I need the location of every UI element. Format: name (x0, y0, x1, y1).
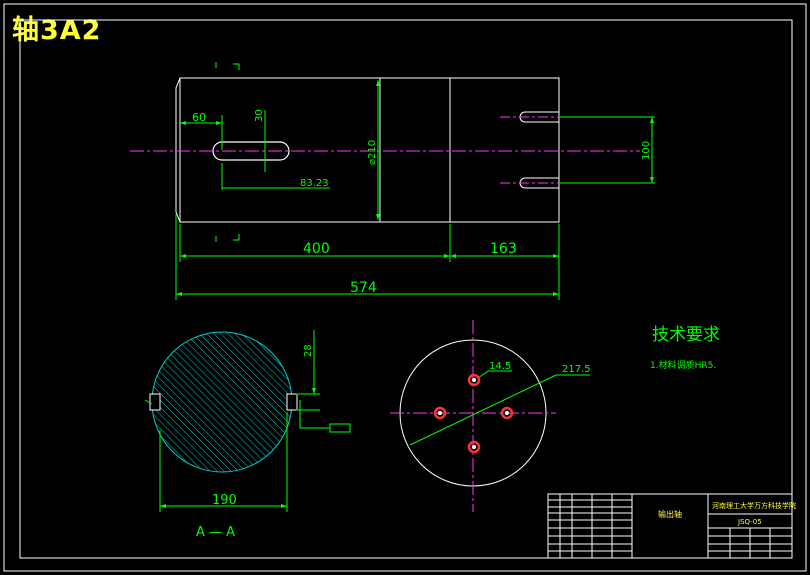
dim-length-total: 574 (350, 280, 377, 296)
shaft-end-section (449, 77, 560, 223)
end-view-leader-hole (477, 370, 489, 379)
dim-hole-small: 14.5 (489, 361, 511, 372)
dim-length-end: 163 (490, 241, 517, 257)
title-block-part-name: 输出轴 (658, 509, 682, 519)
front-dimensions (175, 80, 655, 300)
section-markers (215, 62, 240, 242)
hole-bottom (467, 440, 481, 454)
dim-hole-circle: 217.5 (562, 364, 591, 375)
notes-line-1: 1.材料调质HR5. (650, 359, 716, 371)
hole-top (467, 373, 481, 387)
hole-left (433, 406, 447, 420)
dim-keyway-offset: 60 (192, 111, 206, 124)
front-dimension-arrows (176, 80, 654, 296)
title-block-school: 河南理工大学万方科技学院 (712, 501, 796, 510)
section-left-notch (149, 393, 161, 411)
end-view-leader-diameter (409, 374, 557, 446)
dim-section-width: 190 (212, 493, 237, 508)
keyway-slot (212, 141, 290, 161)
dim-length-main: 400 (303, 241, 330, 257)
end-view (390, 320, 590, 512)
title-block (547, 493, 793, 559)
notes-heading: 技术要求 (652, 325, 720, 345)
hole-right (500, 406, 514, 420)
dim-section-depth: 28 (303, 344, 314, 357)
shaft-outline-main (175, 77, 451, 223)
outer-border (3, 3, 807, 572)
dim-diameter: ⌀210 (367, 140, 378, 165)
shaft-front-view (130, 77, 640, 223)
section-right-notch (286, 393, 298, 411)
title-block-drawing-no: JSQ-05 (737, 518, 762, 526)
section-label: A — A (196, 525, 235, 540)
section-a-a (149, 331, 298, 473)
dim-keyway-width: 30 (254, 109, 265, 122)
dim-slot-spacing: 100 (641, 141, 652, 160)
section-hatch (151, 331, 293, 473)
dim-keyway-length: 83.23 (300, 178, 329, 189)
drawing-frame (19, 19, 793, 559)
section-dimension-arrows (160, 388, 316, 508)
section-dimensions (144, 330, 351, 512)
